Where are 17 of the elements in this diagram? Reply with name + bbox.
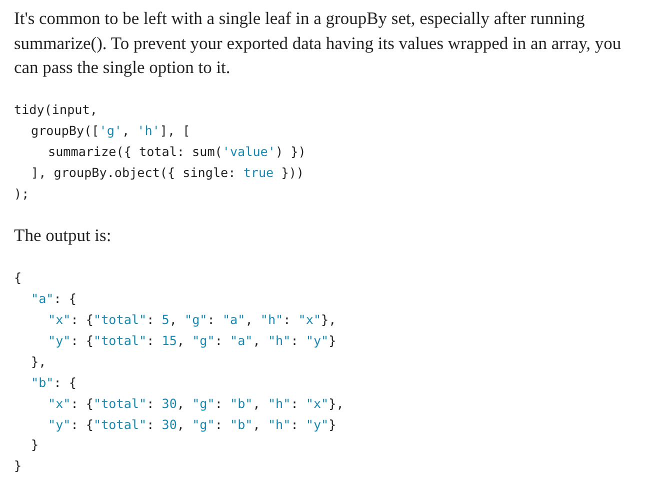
paragraph: It's common to be left with a single leaf in a groupBy set, especially after running summarize(). To prevent your exported data having its values wrapped in an array, you can pass the single option to it. — [14, 7, 622, 79]
code-line: "x": {"total": 30, "g": "b", "h": "x"}, — [48, 395, 344, 413]
code-line: "x": {"total": 5, "g": "a", "h": "x"}, — [48, 311, 336, 329]
code-line: } — [14, 457, 22, 475]
code-line: "y": {"total": 30, "g": "b", "h": "y"} — [48, 416, 336, 434]
code-line: groupBy(['g', 'h'], [ — [31, 122, 190, 140]
code-line: { — [14, 269, 22, 287]
code-line: ); — [14, 185, 30, 203]
code-line: } — [31, 436, 39, 454]
code-line: "y": {"total": 15, "g": "a", "h": "y"} — [48, 332, 336, 350]
code-line: "b": { — [31, 374, 76, 392]
code-line: "a": { — [31, 290, 76, 308]
paragraph: The output is: — [14, 224, 112, 247]
code-line: summarize({ total: sum('value') }) — [48, 143, 306, 161]
code-line: ], groupBy.object({ single: true })) — [31, 164, 304, 182]
code-line: tidy(input, — [14, 101, 98, 119]
code-line: }, — [31, 353, 46, 371]
